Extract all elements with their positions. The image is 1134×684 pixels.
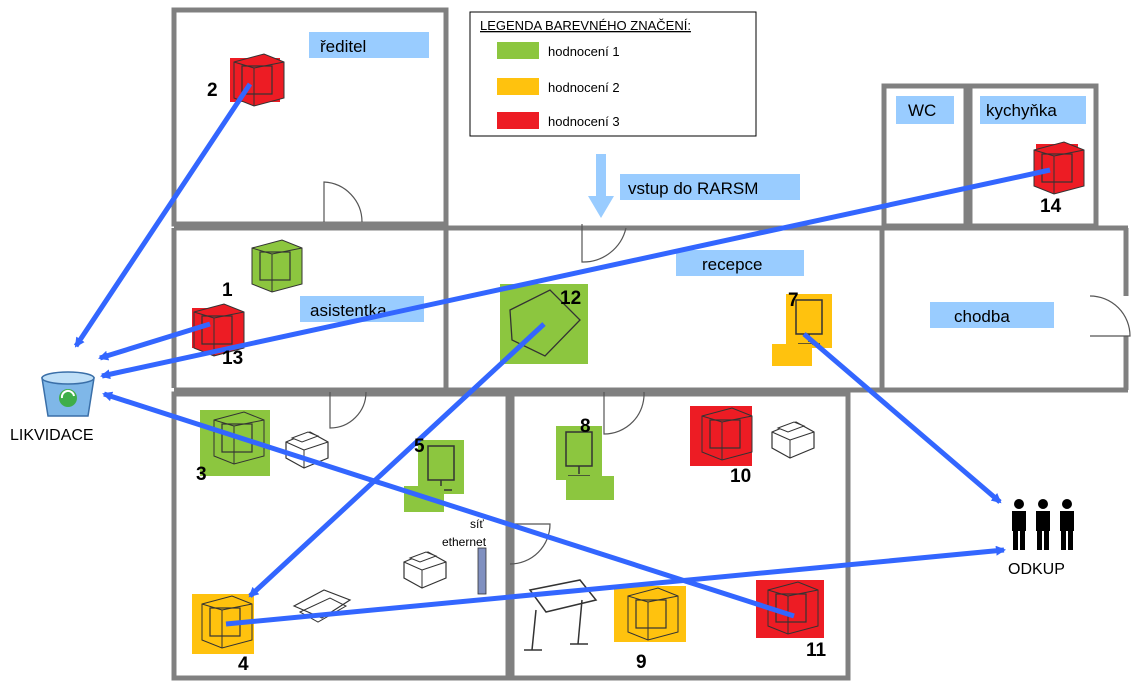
device-number-13: 13 [222, 348, 243, 369]
entrance-arrow [588, 154, 614, 218]
device-number-7: 7 [788, 290, 799, 311]
legend-label-2: hodnocení 2 [548, 80, 620, 95]
people-icon [1012, 499, 1074, 550]
network-label-line1: síť [470, 517, 484, 531]
printer-icon [403, 551, 447, 589]
legend-label-3: hodnocení 3 [548, 114, 620, 129]
device-number-10: 10 [730, 466, 751, 487]
legend-swatch-3 [497, 112, 539, 129]
legend-swatch-2 [497, 78, 539, 95]
room-label-recepce: recepce [702, 255, 762, 274]
room-label-kychynka: kychyňka [986, 101, 1057, 120]
room-label-wc: WC [908, 101, 936, 120]
legend: LEGENDA BAREVNÉHO ZNAČENÍ: hodnocení 1 h… [469, 11, 757, 137]
disposal-label: LIKVIDACE [10, 427, 94, 444]
device-number-14: 14 [1040, 196, 1062, 217]
device-10-monitor-icon [690, 406, 753, 466]
device-number-9: 9 [636, 652, 647, 673]
device-number-8: 8 [580, 416, 591, 437]
printer-icon [771, 421, 815, 459]
network-switch [477, 547, 487, 595]
legend-title: LEGENDA BAREVNÉHO ZNAČENÍ: [480, 18, 691, 33]
room-label-chodba: chodba [954, 307, 1010, 326]
device-number-2: 2 [207, 80, 218, 101]
device-number-1: 1 [222, 280, 233, 301]
device-number-4: 4 [238, 654, 249, 675]
device-1-monitor-icon [251, 239, 303, 293]
device-7-monitor-icon [772, 293, 833, 366]
device-9-monitor-icon [614, 586, 686, 642]
recycle-bin-icon [41, 371, 95, 417]
room-label-reditel: ředitel [320, 37, 366, 56]
legend-label-1: hodnocení 1 [548, 44, 620, 59]
device-number-3: 3 [196, 464, 207, 485]
device-2-monitor-icon [230, 53, 285, 107]
doors [323, 181, 1131, 565]
device-14-monitor-icon [1033, 141, 1085, 195]
buyout-label: ODKUP [1008, 561, 1065, 578]
legend-swatch-1 [497, 42, 539, 59]
walls [171, 7, 1129, 681]
device-number-5: 5 [414, 436, 425, 457]
device-8-monitor-icon [555, 425, 614, 500]
device-number-11: 11 [806, 640, 827, 661]
room-label-asistentka: asistentka [310, 301, 387, 320]
entrance-label: vstup do RARSM [628, 179, 758, 198]
buyout-arrows [225, 332, 1006, 627]
device-number-12: 12 [560, 288, 581, 309]
network-label-line2: ethernet [442, 535, 487, 549]
